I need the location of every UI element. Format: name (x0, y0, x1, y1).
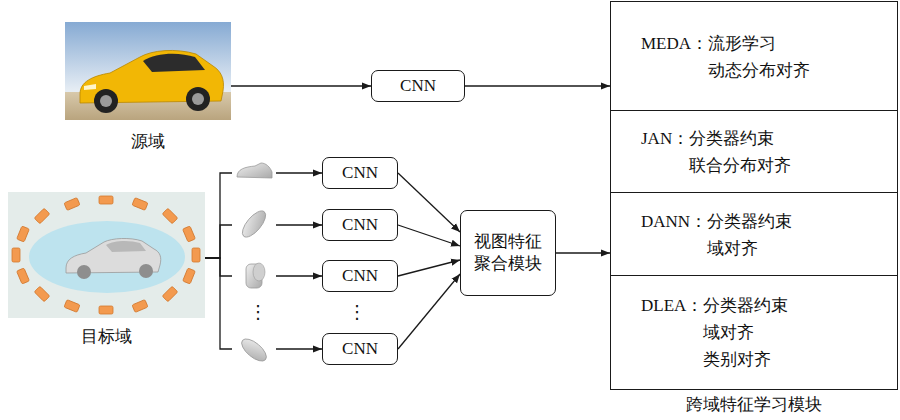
node-label: CNN (400, 75, 436, 97)
flow-arrow (398, 260, 460, 276)
cnn-box: CNN (322, 333, 398, 365)
module-panel: 跨域特征学习模块MEDA：流形学习 动态分布对齐JAN：分类器约束 联合分布对齐… (610, 1, 898, 390)
method-section: MEDA：流形学习 动态分布对齐 (611, 2, 897, 111)
flow-arrow (465, 85, 610, 86)
method-name: JAN： (641, 125, 689, 152)
view-thumbnails (232, 158, 276, 366)
cnn-box: CNN (371, 70, 465, 102)
node-label: 跨域特征学习模块 (611, 395, 897, 415)
node-label: CNN (342, 214, 378, 236)
cnn-box: CNN (322, 209, 398, 241)
target-image: 目标域 (8, 192, 205, 347)
method-description: 流形学习 动态分布对齐 (708, 30, 810, 84)
ellipsis-mark: ⋮ (348, 302, 366, 322)
method-description: 分类器约束 域对齐 (707, 208, 792, 262)
node-label: 目标域 (8, 327, 205, 347)
method-section: JAN：分类器约束 联合分布对齐 (611, 111, 897, 193)
node-label: 源域 (65, 132, 231, 152)
flow-arrow (231, 85, 371, 86)
target-multiview-picture (8, 192, 205, 318)
ellipsis-mark: ⋮ (249, 302, 267, 322)
method-section: DLEA：分类器约束 域对齐 类别对齐 (611, 276, 897, 388)
method-description: 分类器约束 域对齐 类别对齐 (703, 292, 788, 373)
flow-arrow (556, 252, 610, 253)
source-image: 源域 (65, 22, 231, 152)
node-label: CNN (342, 338, 378, 360)
source-car-photo (65, 22, 231, 120)
aggregation-box: 视图特征 聚合模块 (460, 210, 556, 296)
node-label: 视图特征 聚合模块 (474, 231, 542, 275)
flow-arrow (398, 274, 460, 349)
method-name: MEDA： (641, 30, 708, 57)
flow-arrow (398, 225, 460, 246)
method-name: DLEA： (641, 292, 703, 319)
method-name: DANN： (641, 208, 707, 235)
node-label: CNN (342, 162, 378, 184)
flow-arrow (398, 173, 460, 232)
cnn-box: CNN (322, 157, 398, 189)
node-label: CNN (342, 265, 378, 287)
cnn-box: CNN (322, 260, 398, 292)
method-section: DANN：分类器约束 域对齐 (611, 193, 897, 276)
method-description: 分类器约束 联合分布对齐 (689, 125, 791, 179)
